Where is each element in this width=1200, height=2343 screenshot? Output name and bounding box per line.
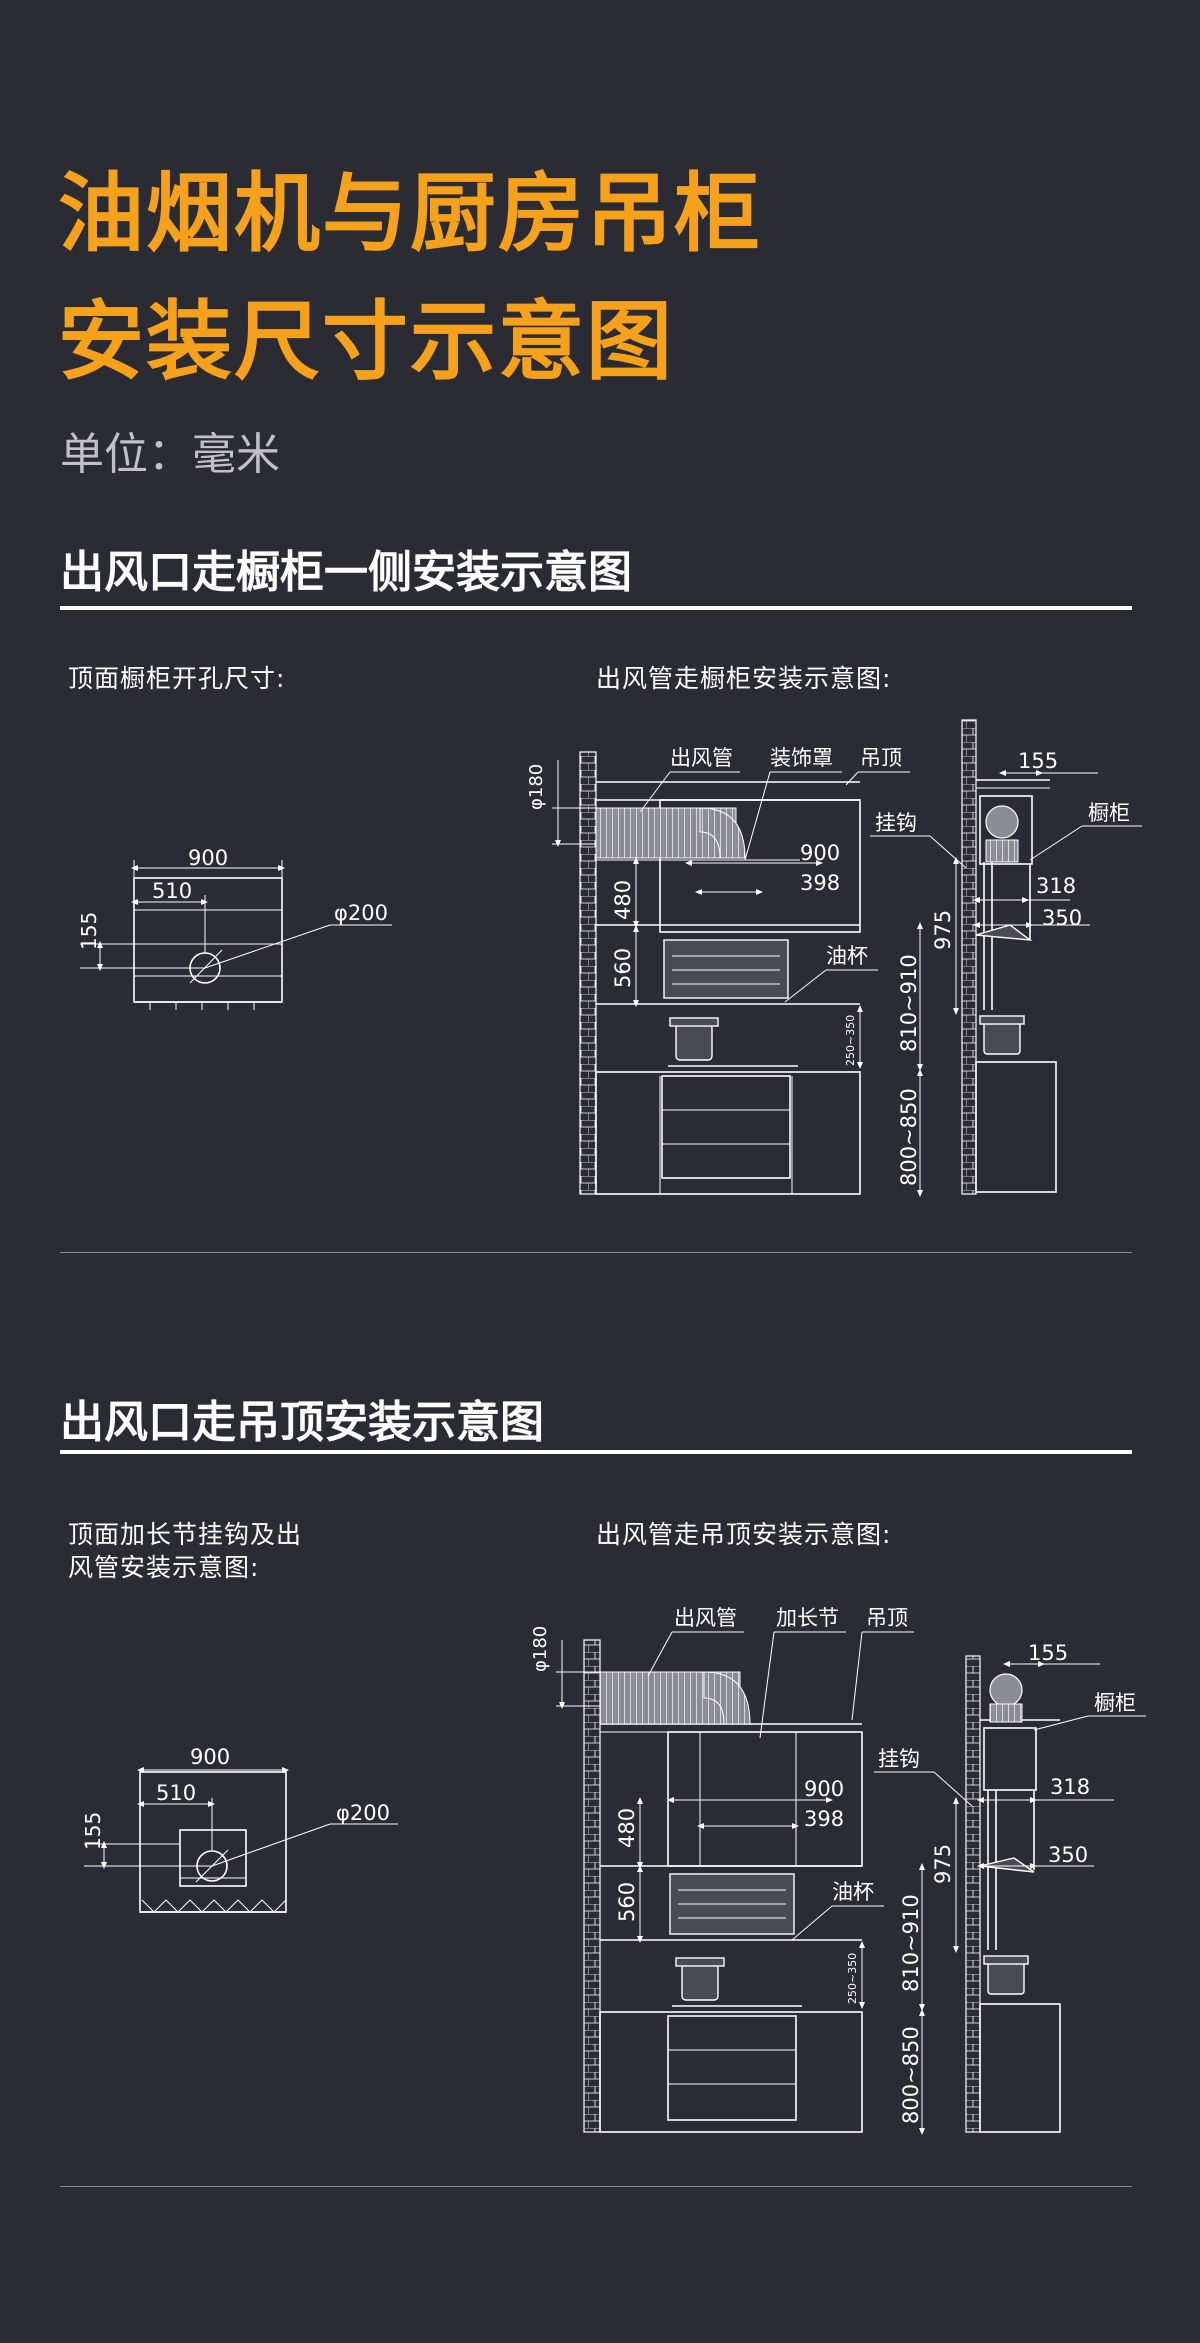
section-1-top-view: 900 510 155 φ200 bbox=[77, 846, 392, 1010]
front-2-counter-800-850: 800~850 bbox=[899, 2026, 923, 2124]
top-view-2-hole-200: φ200 bbox=[336, 1801, 390, 1825]
top-view-1-depth-155: 155 bbox=[77, 912, 101, 950]
side-2-label-hook: 挂钩 bbox=[878, 1747, 920, 1771]
top-view-2-depth-155: 155 bbox=[81, 1812, 105, 1850]
section-2-top-view: 900 510 155 φ200 bbox=[81, 1745, 398, 1913]
front-1-range-810-910: 810~910 bbox=[897, 954, 921, 1052]
front-2-range-810-910: 810~910 bbox=[899, 1894, 923, 1992]
front-2-label-extension: 加长节 bbox=[776, 1606, 839, 1630]
front-2-gap: 250~350 bbox=[846, 1953, 859, 2004]
front-2-duct-diameter: φ180 bbox=[530, 1626, 551, 1672]
side-1-depth-155: 155 bbox=[1018, 749, 1058, 773]
side-1-height-975: 975 bbox=[931, 910, 955, 950]
side-cabinet bbox=[979, 795, 1033, 865]
front-2-label-ceiling: 吊顶 bbox=[866, 1606, 908, 1630]
side-cabinet-2 bbox=[983, 1727, 1037, 1791]
section-1-end-divider bbox=[60, 1252, 1132, 1253]
front-1-gap: 250~350 bbox=[844, 1015, 857, 1066]
section-1-front-view: φ180 900 398 480 560 250~350 810~910 800… bbox=[526, 746, 923, 1197]
front-1-counter-800-850: 800~850 bbox=[897, 1088, 921, 1186]
top-view-1-offset-510: 510 bbox=[152, 879, 192, 903]
section-2-side-view: 155 橱柜 318 350 975 挂钩 bbox=[874, 1641, 1146, 2133]
section-2-front-view: φ180 900 398 480 560 250~350 810~910 800… bbox=[530, 1606, 925, 2135]
base-cabinet bbox=[595, 1071, 861, 1195]
section-1-side-view: 155 橱柜 318 350 975 挂钩 bbox=[870, 719, 1142, 1195]
side-1-label-hook: 挂钩 bbox=[875, 811, 917, 835]
side-1-depth-318: 318 bbox=[1036, 874, 1076, 898]
front-1-height-560: 560 bbox=[611, 948, 635, 988]
cooking-pot bbox=[675, 1023, 713, 1061]
side-wall-brick bbox=[961, 719, 977, 1195]
section-1-left-caption: 顶面橱柜开孔尺寸: bbox=[68, 664, 286, 693]
section-2-right-caption: 出风管走吊顶安装示意图: bbox=[596, 1520, 892, 1549]
front-1-label-duct: 出风管 bbox=[670, 746, 733, 770]
front-1-width-398: 398 bbox=[800, 871, 840, 895]
side-2-depth-155: 155 bbox=[1028, 1641, 1068, 1665]
front-2-width-900: 900 bbox=[804, 1777, 844, 1801]
front-1-duct-diameter: φ180 bbox=[526, 764, 547, 810]
front-2-label-duct: 出风管 bbox=[674, 1606, 737, 1630]
section-1-divider bbox=[60, 606, 1132, 610]
side-1-label-cabinet: 橱柜 bbox=[1088, 801, 1130, 825]
front-1-height-480: 480 bbox=[611, 880, 635, 920]
top-view-2-width-900: 900 bbox=[190, 1745, 230, 1769]
side-wall-brick-2 bbox=[965, 1655, 981, 2133]
front-2-label-cup: 油杯 bbox=[832, 1880, 874, 1904]
front-1-width-900: 900 bbox=[800, 841, 840, 865]
wall-brick bbox=[579, 751, 597, 1195]
top-view-1-hole-200: φ200 bbox=[334, 901, 388, 925]
base-cabinet-2 bbox=[599, 2011, 863, 2133]
front-2-height-480: 480 bbox=[615, 1808, 639, 1848]
side-pot-2 bbox=[987, 1961, 1025, 1995]
section-2-end-divider bbox=[60, 2186, 1132, 2187]
front-1-label-ceiling: 吊顶 bbox=[860, 746, 902, 770]
section-2-left-caption-line-2: 风管安装示意图: bbox=[68, 1553, 260, 1582]
side-base-cabinet-2 bbox=[979, 2003, 1061, 2133]
front-2-height-560: 560 bbox=[615, 1882, 639, 1922]
range-hood-body bbox=[663, 939, 789, 999]
side-2-label-cabinet: 橱柜 bbox=[1094, 1691, 1136, 1715]
cabinet-upper bbox=[659, 799, 861, 933]
section-2-divider bbox=[60, 1450, 1132, 1454]
front-1-label-cup: 油杯 bbox=[826, 944, 868, 968]
side-2-depth-350: 350 bbox=[1048, 1843, 1088, 1867]
section-2-left-caption: 顶面加长节挂钩及出 风管安装示意图: bbox=[68, 1518, 302, 1584]
section-2-heading: 出风口走吊顶安装示意图 bbox=[60, 1397, 544, 1448]
side-2-depth-318: 318 bbox=[1050, 1775, 1090, 1799]
front-1-label-cover: 装饰罩 bbox=[770, 746, 833, 770]
unit-label: 单位：毫米 bbox=[60, 429, 280, 480]
page-title-line-2: 安装尺寸示意图 bbox=[58, 292, 674, 392]
side-base-cabinet bbox=[975, 1061, 1057, 1193]
top-view-1-width-900: 900 bbox=[188, 846, 228, 870]
section-2-left-caption-line-1: 顶面加长节挂钩及出 bbox=[68, 1520, 303, 1549]
cooking-pot-2 bbox=[681, 1963, 719, 2001]
side-pot bbox=[983, 1021, 1021, 1055]
page-title: 油烟机与厨房吊柜 安装尺寸示意图 bbox=[58, 150, 762, 406]
wall-brick-2 bbox=[583, 1639, 601, 2133]
page-title-line-1: 油烟机与厨房吊柜 bbox=[58, 164, 762, 264]
top-view-2-offset-510: 510 bbox=[156, 1781, 196, 1805]
section-1-heading: 出风口走橱柜一侧安装示意图 bbox=[60, 547, 632, 598]
side-2-height-975: 975 bbox=[931, 1844, 955, 1884]
section-1-right-caption: 出风管走橱柜安装示意图: bbox=[596, 664, 892, 693]
side-1-depth-350: 350 bbox=[1042, 906, 1082, 930]
front-2-width-398: 398 bbox=[804, 1807, 844, 1831]
